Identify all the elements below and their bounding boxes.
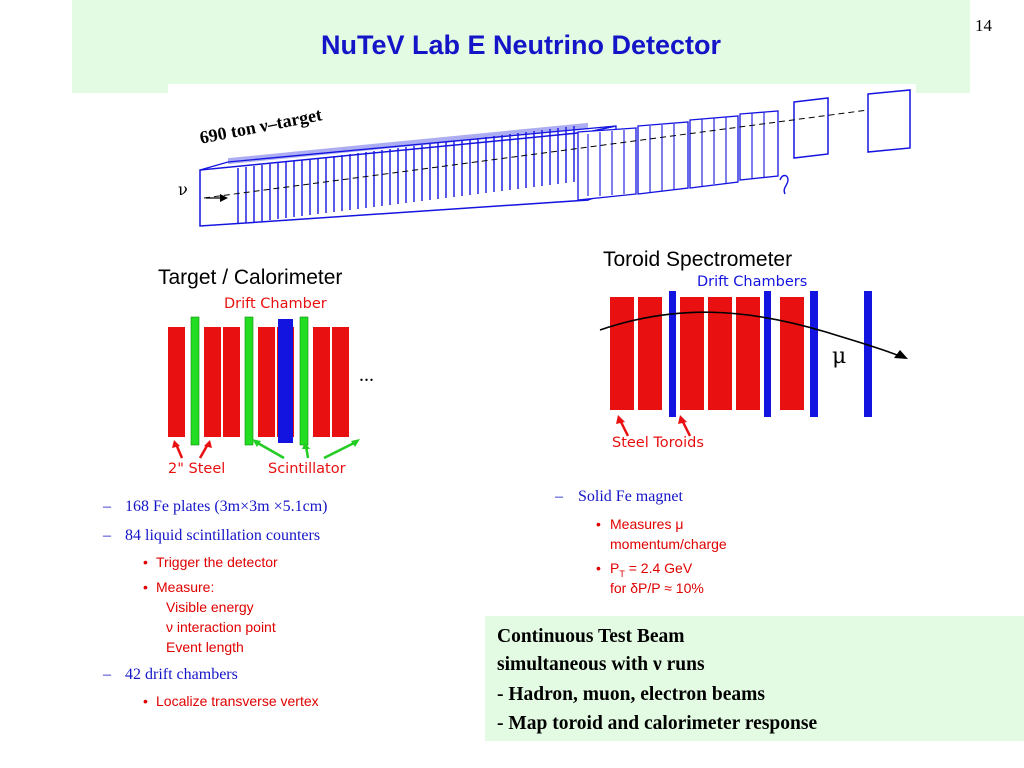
bullet-dash: – <box>555 488 563 505</box>
pt-subscript: T <box>619 568 625 579</box>
person-scale-icon <box>779 174 789 195</box>
slide-number: 14 <box>975 16 992 35</box>
toroid-spectrometer-diagram <box>599 291 908 437</box>
detector-overview-diagram <box>168 84 916 242</box>
measure-event-length: Event length <box>166 639 244 655</box>
bullet-dash: – <box>103 527 111 544</box>
continuation-ellipsis: ... <box>359 364 374 386</box>
bullet-fe-plates: 168 Fe plates (3m×3m ×5.1cm) <box>125 498 328 515</box>
scintillator-label: Scintillator <box>268 461 346 477</box>
sub-bullet-momentum-charge: momentum/charge <box>610 536 727 552</box>
bullet-dot: • <box>143 693 148 709</box>
muon-symbol: μ <box>832 344 847 369</box>
drift-chamber-bars <box>669 291 872 417</box>
sub-bullet-measure: Measure: <box>156 579 215 595</box>
measure-visible-energy: Visible energy <box>166 599 254 615</box>
scintillator-counters <box>190 316 309 446</box>
sub-bullet-localize: Localize transverse vertex <box>156 693 319 709</box>
sub-bullet-trigger: Trigger the detector <box>156 554 278 570</box>
sub-bullet-pt: PT = 2.4 GeV <box>610 559 692 584</box>
sub-bullet-resolution: for δP/P ≈ 10% <box>610 580 704 596</box>
steel-toroids-label: Steel Toroids <box>612 435 704 451</box>
bullet-dot: • <box>143 579 148 595</box>
bullet-dot: • <box>596 560 601 576</box>
test-beam-line-4: - Map toroid and calorimeter response <box>497 713 818 734</box>
toroid-blocks <box>577 89 911 201</box>
muon-arrow-head <box>894 350 908 359</box>
target-calorimeter-blocks <box>199 122 617 227</box>
pt-symbol: P <box>610 560 620 576</box>
bullet-dot: • <box>596 516 601 532</box>
nu-arrow-head <box>220 194 228 202</box>
slide-title: NuTeV Lab E Neutrino Detector <box>320 30 722 60</box>
test-beam-line-1: Continuous Test Beam <box>497 626 685 647</box>
test-beam-box <box>485 616 1024 741</box>
test-beam-line-3: - Hadron, muon, electron beams <box>497 684 765 705</box>
neutrino-symbol: ν <box>178 180 188 199</box>
muon-trajectory <box>599 311 903 358</box>
bullet-scintillation-counters: 84 liquid scintillation counters <box>125 527 321 544</box>
pt-value: = 2.4 GeV <box>624 560 693 576</box>
bullet-dash: – <box>103 498 111 515</box>
test-beam-line-2: simultaneous with ν runs <box>497 654 705 675</box>
steel-label: 2" Steel <box>168 461 226 477</box>
bullet-drift-chambers: 42 drift chambers <box>125 666 238 683</box>
bullet-solid-fe-magnet: Solid Fe magnet <box>578 488 683 505</box>
title-band <box>72 0 970 93</box>
drift-chamber-label: Drift Chamber <box>224 296 327 312</box>
sub-bullet-measures-mu: Measures μ <box>610 516 684 532</box>
steel-toroid-blocks <box>610 297 804 410</box>
bullet-dot: • <box>143 554 148 570</box>
target-calorimeter-caption: Target / Calorimeter <box>158 266 343 289</box>
measure-interaction-point: ν interaction point <box>166 619 276 635</box>
drift-chamber-block <box>278 319 293 443</box>
target-calorimeter-diagram <box>168 316 360 460</box>
bullet-dash: – <box>103 666 111 683</box>
steel-arrows <box>174 443 210 459</box>
beam-axis-line <box>203 109 869 199</box>
drift-chambers-label: Drift Chambers <box>697 274 808 290</box>
toroid-spectrometer-caption: Toroid Spectrometer <box>603 248 793 271</box>
